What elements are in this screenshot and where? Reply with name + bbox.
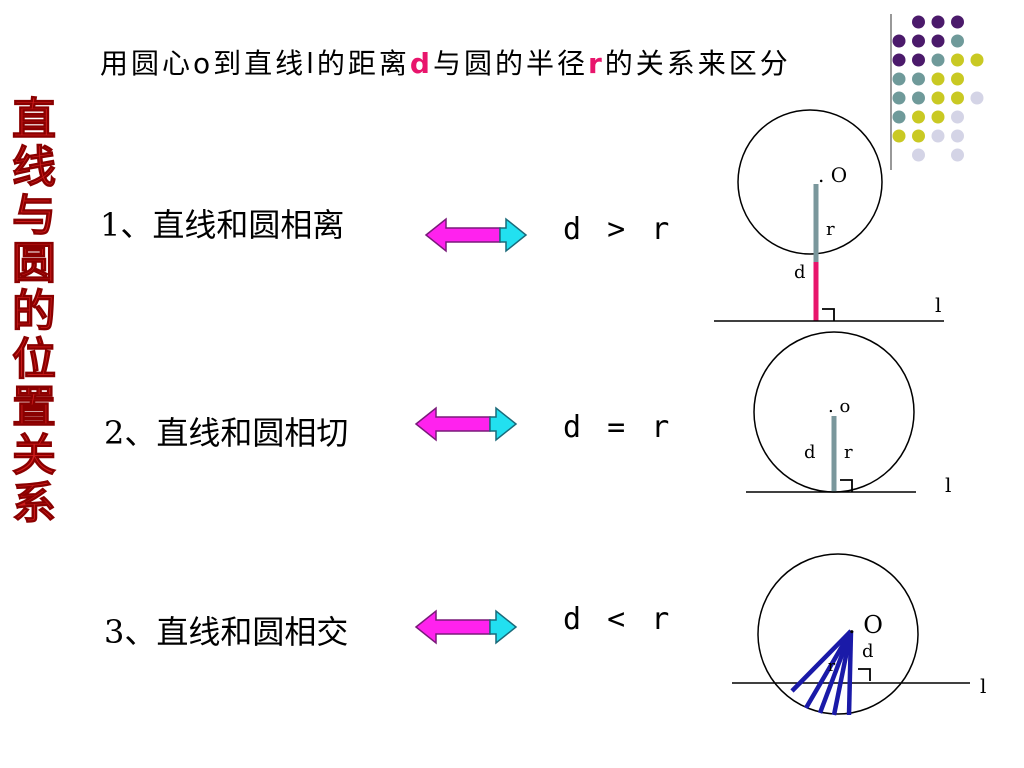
radius-fan (790, 629, 854, 716)
double-arrow-icon (414, 609, 518, 645)
decorative-dot (951, 148, 964, 162)
side-title-char: 关 (12, 430, 57, 481)
decorative-dot (951, 110, 964, 124)
center-label: . o (828, 396, 850, 417)
decorative-dot (912, 110, 925, 124)
decorative-dot (931, 53, 945, 67)
line-label: l (945, 473, 951, 497)
side-title-char: 圆 (12, 238, 57, 289)
side-title-char: 直 (12, 94, 57, 145)
radius-label: r (826, 219, 835, 240)
decorative-dot (951, 15, 964, 29)
distance-label: d (804, 442, 816, 463)
relation-tangent: d = r (563, 410, 674, 445)
relation-intersect: d < r (563, 602, 674, 637)
decorative-dot (912, 53, 925, 67)
decorative-dot (951, 91, 964, 105)
circle-shape (757, 553, 919, 715)
double-arrow-icon (414, 406, 518, 442)
decorative-dot (931, 91, 945, 105)
decorative-dot (931, 110, 945, 124)
decorative-dot (892, 91, 906, 105)
side-title-char: 的 (12, 286, 57, 337)
figure-tangent: . o d r l (746, 331, 951, 497)
radius-label: r (844, 442, 853, 463)
case-intersect-label: 3、直线和圆相交 (104, 613, 349, 651)
figure-separate: . O r d l (714, 109, 944, 322)
side-title: 直 线 与 圆 的 位 置 关 系 (8, 94, 60, 529)
decorative-dot (970, 53, 984, 67)
decorative-dot (951, 72, 964, 86)
decorative-dot (892, 129, 906, 143)
center-label: . O (848, 611, 883, 639)
decorative-dot (912, 148, 925, 162)
center-label: . O (818, 163, 847, 187)
decorative-dot (951, 34, 964, 48)
circle-shape (737, 109, 883, 255)
decorative-dot (892, 53, 906, 67)
decorative-dot (931, 34, 945, 48)
decorative-dot (931, 15, 945, 29)
decorative-dot (912, 15, 925, 29)
side-title-char: 线 (12, 142, 57, 193)
decorative-dot (931, 72, 945, 86)
decorative-dot (951, 53, 964, 67)
side-title-char: 置 (12, 382, 57, 433)
decorative-dot (892, 72, 906, 86)
line-label: l (980, 674, 986, 698)
decorative-dot (912, 129, 925, 143)
right-angle-mark (822, 308, 835, 321)
distance-label: d (794, 262, 806, 283)
decorative-dot (951, 129, 964, 143)
distance-label: d (862, 641, 874, 662)
decorative-dot (892, 34, 906, 48)
side-title-char: 与 (12, 190, 57, 241)
right-angle-mark (858, 668, 871, 681)
decorative-dot (970, 91, 984, 105)
decorative-dot (912, 34, 925, 48)
line-label: l (935, 293, 941, 317)
decorative-dot-grid (890, 14, 984, 170)
decorative-dot (892, 110, 906, 124)
decorative-dot (912, 91, 925, 105)
relation-separate: d > r (563, 212, 674, 247)
page-heading: 用圆心o到直线l的距离d与圆的半径r的关系来区分 (100, 47, 791, 80)
figure-intersect: . O d r l (732, 553, 986, 716)
radius-label: r (828, 657, 836, 675)
right-angle-mark (840, 479, 853, 492)
case-separate-label: 1、直线和圆相离 (100, 206, 345, 244)
case-tangent-label: 2、直线和圆相切 (104, 414, 349, 452)
decorative-dot (931, 129, 945, 143)
decorative-dot (912, 72, 925, 86)
side-title-char: 系 (12, 478, 57, 529)
side-title-char: 位 (12, 334, 57, 385)
double-arrow-icon (424, 217, 528, 253)
